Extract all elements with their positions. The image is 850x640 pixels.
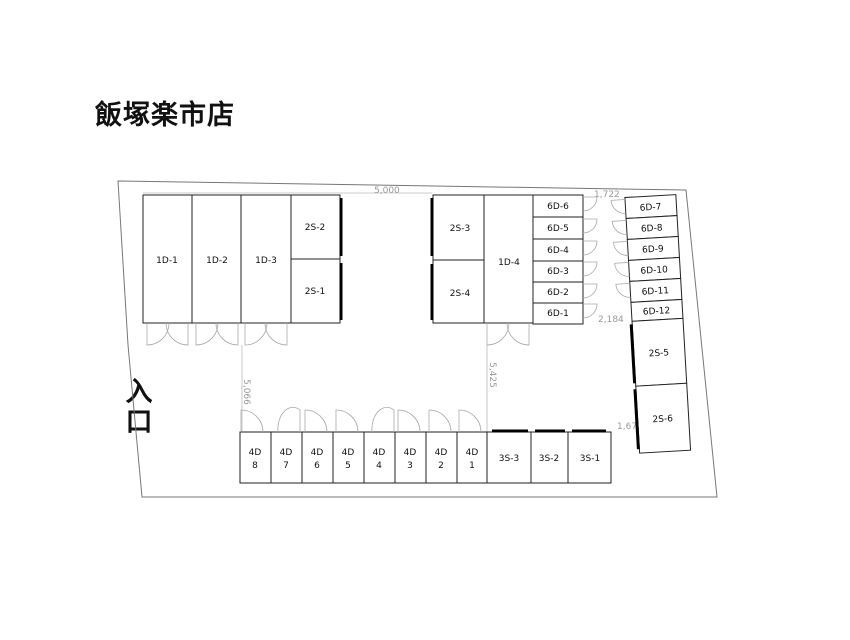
unit-label: 5 <box>345 461 351 471</box>
unit-1d-2[interactable] <box>191 194 242 324</box>
unit-label: 6 <box>314 461 320 471</box>
unit-label: 6D-2 <box>547 288 569 298</box>
unit-2s-1[interactable] <box>290 258 341 324</box>
unit-4d-1[interactable] <box>456 431 488 484</box>
unit-label: 6D-12 <box>643 306 671 318</box>
unit-label: 2S-3 <box>450 224 470 234</box>
dim-label: 1,722 <box>594 190 620 200</box>
unit-label: 4D <box>249 448 262 458</box>
unit-label: 8 <box>252 461 258 471</box>
unit-4d-2[interactable] <box>425 431 458 484</box>
unit-3s-1[interactable] <box>567 431 612 484</box>
unit-4d-4[interactable] <box>363 431 396 484</box>
shutter-bar <box>629 324 637 384</box>
unit-6d-1[interactable] <box>532 302 584 325</box>
door-swings <box>610 199 631 298</box>
unit-label: 6D-4 <box>547 246 569 256</box>
unit-label: 3S-3 <box>499 454 519 464</box>
door-swings <box>582 196 598 319</box>
unit-label: 6D-5 <box>547 224 569 234</box>
unit-label: 4D <box>404 448 417 458</box>
unit-label: 4D <box>435 448 448 458</box>
unit-label: 1D-4 <box>498 258 520 268</box>
unit-label: 4D <box>466 448 479 458</box>
shutter-bar <box>633 389 640 450</box>
unit-label: 6D-1 <box>547 309 569 319</box>
entrance-label: 入 口 <box>124 378 154 438</box>
unit-label: 2S-4 <box>450 289 471 299</box>
unit-label: 4D <box>280 448 293 458</box>
dim-label: 1,672 <box>617 422 643 432</box>
unit-label: 2S-1 <box>305 287 325 297</box>
unit-label: 1D-2 <box>206 256 228 266</box>
dim-label: 2,184 <box>598 315 624 325</box>
unit-label: 1 <box>469 461 475 471</box>
dim-label: 5,425 <box>487 362 497 388</box>
entrance-char-2: 口 <box>125 407 153 438</box>
unit-4d-6[interactable] <box>301 431 334 484</box>
unit-label: 6D-7 <box>639 202 661 213</box>
door-swings <box>146 322 288 346</box>
unit-label: 3S-2 <box>539 454 559 464</box>
entrance-char-1: 入 <box>125 377 153 408</box>
unit-label: 4 <box>376 461 382 471</box>
unit-label: 3S-1 <box>580 454 600 464</box>
unit-label: 6D-10 <box>640 265 668 277</box>
unit-label: 4D <box>373 448 386 458</box>
unit-4d-5[interactable] <box>332 431 365 484</box>
unit-1d-1[interactable] <box>142 194 193 324</box>
unit-label: 6D-6 <box>547 202 569 212</box>
unit-label: 1D-3 <box>255 256 277 266</box>
unit-3s-3[interactable] <box>486 431 532 484</box>
store-title: 飯塚楽市店 <box>95 100 235 131</box>
unit-label: 6D-9 <box>642 244 664 255</box>
unit-label: 1D-1 <box>156 256 178 266</box>
unit-label: 6D-8 <box>641 223 663 234</box>
unit-label: 6D-11 <box>641 286 669 298</box>
unit-label: 7 <box>283 461 289 471</box>
unit-label: 6D-3 <box>547 267 569 277</box>
unit-2s-3[interactable] <box>432 194 485 261</box>
unit-label: 2S-2 <box>305 223 325 233</box>
dim-label: 5,066 <box>241 379 251 405</box>
lot-boundary <box>117 180 718 498</box>
unit-label: 3 <box>407 461 413 471</box>
unit-1d-3[interactable] <box>240 194 292 324</box>
unit-label: 4D <box>311 448 324 458</box>
unit-1d-4[interactable] <box>483 194 534 324</box>
door-swings <box>486 322 530 346</box>
unit-label: 2S-6 <box>652 414 673 425</box>
unit-label: 2 <box>438 461 444 471</box>
unit-label: 2S-5 <box>648 348 669 359</box>
unit-label: 4D <box>342 448 355 458</box>
unit-4d-3[interactable] <box>394 431 427 484</box>
dim-label: 5,000 <box>374 186 400 196</box>
door-swings <box>240 406 482 433</box>
